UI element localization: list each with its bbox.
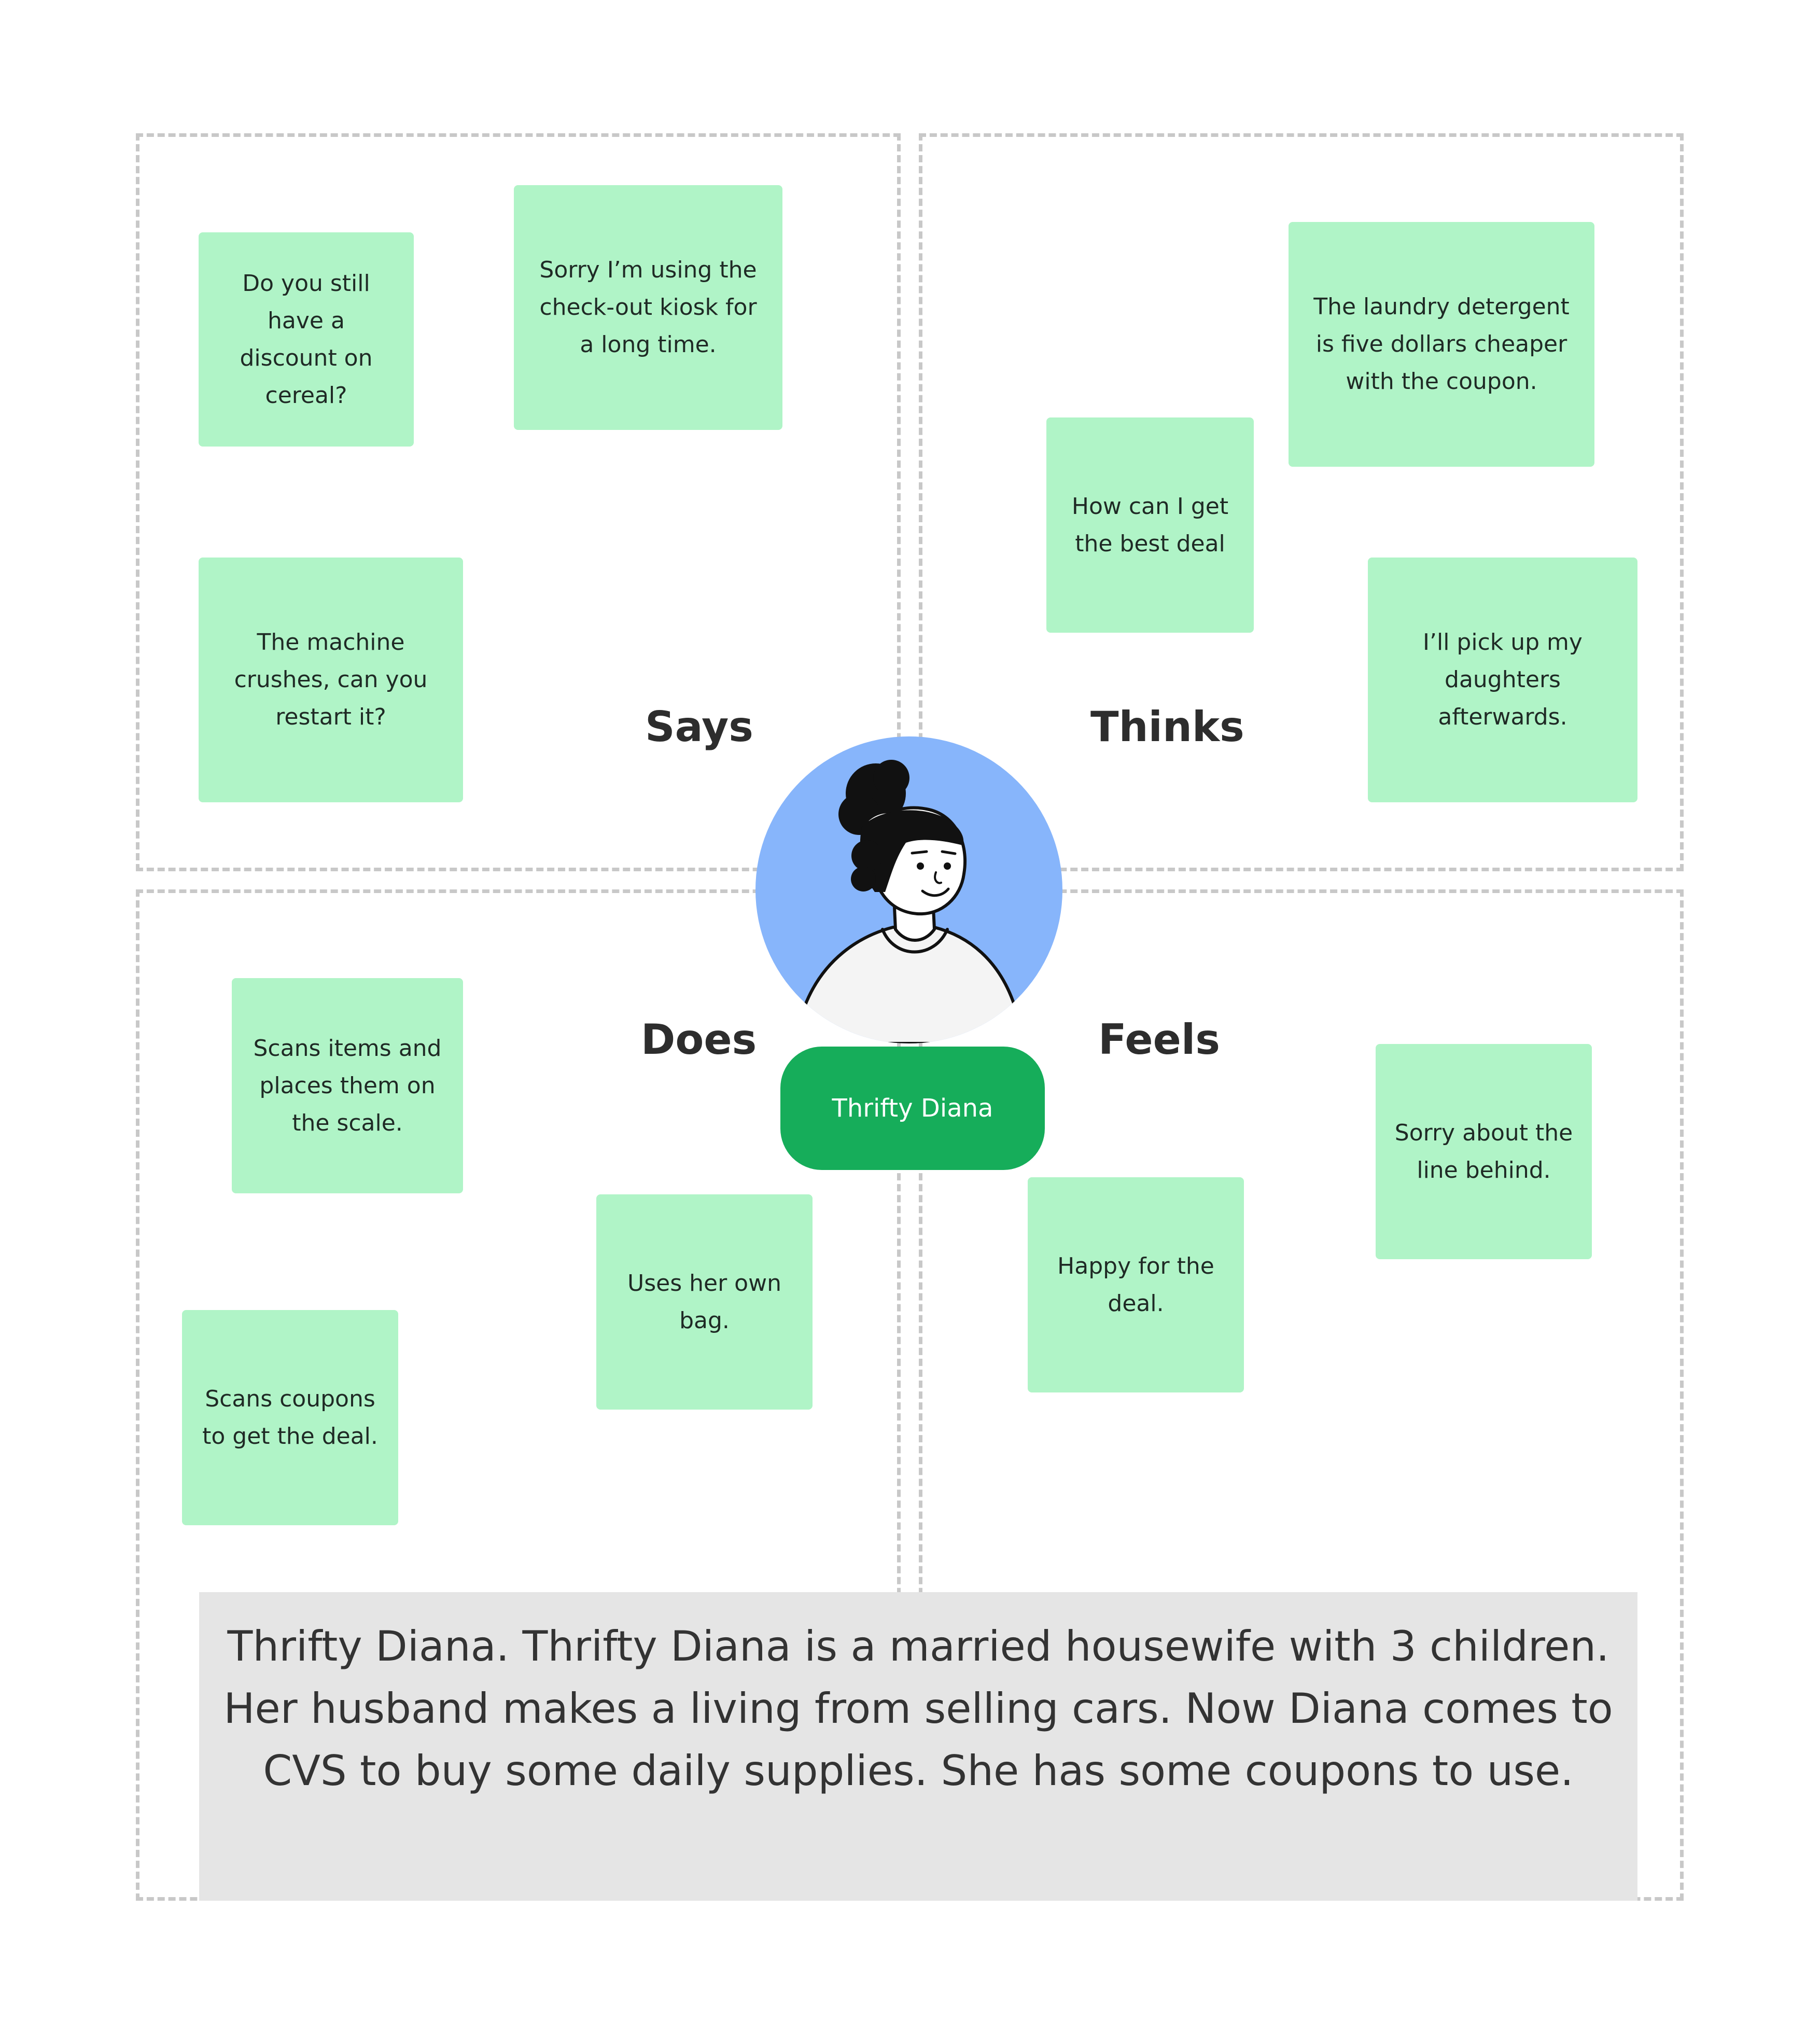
sticky-note[interactable]: Do you still have a discount on cereal? — [199, 232, 414, 447]
sticky-note[interactable]: Uses her own bag. — [596, 1194, 813, 1410]
says-label: Says — [645, 703, 753, 751]
does-label: Does — [641, 1015, 757, 1064]
sticky-note[interactable]: The machine crushes, can you restart it? — [199, 558, 463, 802]
woman-illustration-icon — [803, 760, 1016, 1043]
says-quadrant — [136, 133, 901, 871]
persona-avatar — [755, 736, 1062, 1043]
sticky-note[interactable]: I’ll pick up my daughters afterwards. — [1368, 558, 1637, 802]
sticky-note[interactable]: Sorry I’m using the check-out kiosk for … — [514, 185, 782, 430]
persona-name-badge[interactable]: Thrifty Diana — [780, 1047, 1045, 1170]
thinks-quadrant — [919, 133, 1684, 871]
sticky-note[interactable]: Happy for the deal. — [1028, 1177, 1244, 1392]
sticky-note[interactable]: How can I get the best deal — [1046, 417, 1254, 633]
thinks-label: Thinks — [1090, 703, 1244, 751]
sticky-note[interactable]: Sorry about the line behind. — [1376, 1044, 1592, 1259]
feels-label: Feels — [1098, 1015, 1220, 1064]
sticky-note[interactable]: The laundry detergent is five dollars ch… — [1289, 222, 1594, 467]
sticky-note[interactable]: Scans coupons to get the deal. — [182, 1310, 398, 1525]
sticky-note[interactable]: Scans items and places them on the scale… — [232, 978, 463, 1193]
persona-description: Thrifty Diana. Thrifty Diana is a marrie… — [199, 1592, 1637, 1901]
